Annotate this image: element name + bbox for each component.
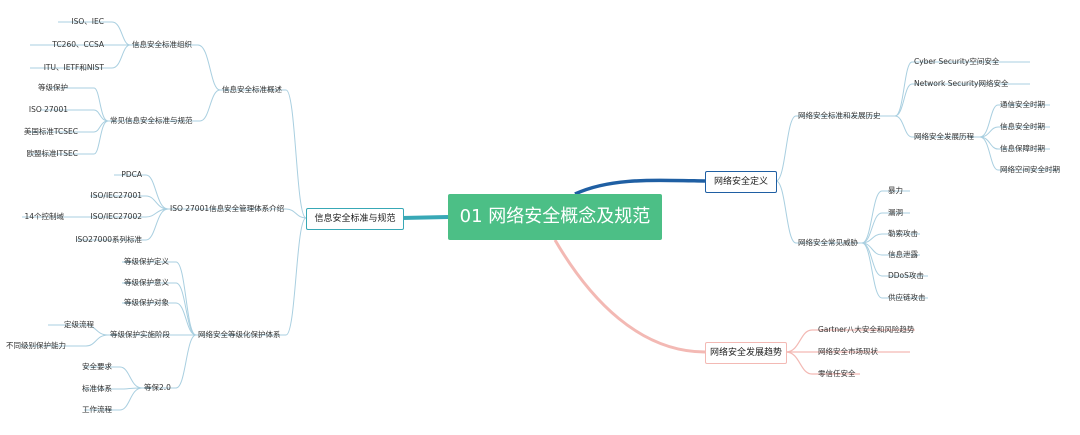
leaf-itsec[interactable]: 欧盟标准ITSEC [26,149,78,158]
leaf-zero-trust[interactable]: 零信任安全 [818,369,856,378]
branch-standards[interactable]: 信息安全标准与规范 [306,208,404,230]
leaf-workflow[interactable]: 工作流程 [82,405,112,414]
root-topic[interactable]: 01 网络安全概念及规范 [448,194,662,240]
leaf-market[interactable]: 网络安全市场现状 [818,347,878,356]
leaf-ransomware[interactable]: 勒索攻击 [888,229,918,238]
leaf-cyberspace-era[interactable]: 网络空间安全时期 [1000,165,1060,174]
leaf-iso-iec27001[interactable]: ISO/IEC27001 [90,191,142,200]
leaf-grading-process[interactable]: 定级流程 [64,320,94,329]
leaf-standard-system[interactable]: 标准体系 [82,384,112,393]
node-threats[interactable]: 网络安全常见威胁 [798,238,858,247]
leaf-comm-era[interactable]: 通信安全时期 [1000,100,1045,109]
branch-definition[interactable]: 网络安全定义 [705,171,777,193]
leaf-14-domains[interactable]: 14个控制域 [24,212,64,221]
leaf-cyber-security[interactable]: Cyber Security空间安全 [914,57,1000,66]
leaf-tc260[interactable]: TC260、CCSA [52,40,104,49]
leaf-network-security[interactable]: Network Security网络安全 [914,79,1009,88]
node-iso27001-intro[interactable]: ISO 27001信息安全管理体系介绍 [170,204,285,213]
leaf-meaning[interactable]: 等级保护意义 [124,278,169,287]
node-overview[interactable]: 信息安全标准概述 [222,85,282,94]
node-standard-orgs[interactable]: 信息安全标准组织 [132,40,192,49]
leaf-tcsec[interactable]: 美国标准TCSEC [23,127,78,136]
leaf-iso27001[interactable]: ISO 27001 [28,105,68,114]
leaf-supply-chain[interactable]: 供应链攻击 [888,293,926,302]
leaf-def[interactable]: 等级保护定义 [124,257,169,266]
leaf-vulnerability[interactable]: 漏洞 [888,208,903,217]
leaf-pdca[interactable]: PDCA [121,170,142,179]
leaf-gartner[interactable]: Gartner八大安全和风险趋势 [818,325,915,334]
leaf-objects[interactable]: 等级保护对象 [124,298,169,307]
leaf-assurance-era[interactable]: 信息保障时期 [1000,144,1045,153]
leaf-info-era[interactable]: 信息安全时期 [1000,122,1045,131]
leaf-ddos[interactable]: DDoS攻击 [888,271,924,280]
leaf-itu[interactable]: ITU、IETF和NIST [43,63,104,72]
leaf-iso27000-series[interactable]: ISO27000系列标准 [75,235,142,244]
node-dev-stages[interactable]: 网络安全发展历程 [914,132,974,141]
leaf-iso-iec[interactable]: ISO、IEC [71,17,104,26]
node-classified-protection[interactable]: 网络安全等级化保护体系 [198,330,281,339]
node-dengbao2[interactable]: 等保2.0 [144,383,171,392]
leaf-security-req[interactable]: 安全要求 [82,362,112,371]
node-history[interactable]: 网络安全标准和发展历史 [798,111,881,120]
node-stages[interactable]: 等级保护实施阶段 [110,330,170,339]
leaf-iso-iec27002[interactable]: ISO/IEC27002 [90,212,142,221]
leaf-levels-capability[interactable]: 不同级别保护能力 [6,341,66,350]
leaf-info-leak[interactable]: 信息泄露 [888,250,918,259]
leaf-violence[interactable]: 暴力 [888,186,903,195]
branch-trends[interactable]: 网络安全发展趋势 [705,342,787,364]
leaf-dengbao[interactable]: 等级保护 [38,83,68,92]
node-common-standards[interactable]: 常见信息安全标准与规范 [110,116,193,125]
